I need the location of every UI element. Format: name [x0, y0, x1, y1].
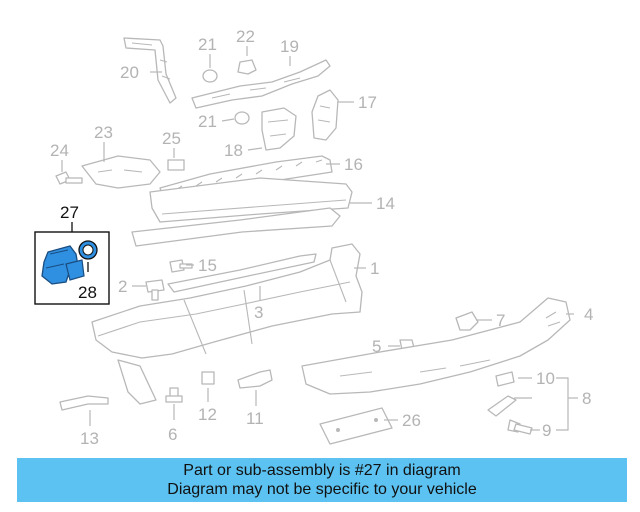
- callout-labels: 1 2 3 4 5 6 7 8 9 10 11 12 13 14 15 16 1…: [50, 27, 593, 448]
- bolt-2-icon: [145, 279, 165, 301]
- callout-1: 1: [370, 259, 379, 278]
- bolt-6-icon: [165, 387, 183, 403]
- bracket-20-icon: [123, 37, 177, 104]
- bracket-18-icon: [261, 107, 297, 151]
- callout-24: 24: [50, 141, 69, 160]
- clip-22-icon: [237, 59, 257, 75]
- callout-3: 3: [254, 303, 263, 322]
- bracket-7-icon: [455, 311, 479, 331]
- callout-26: 26: [402, 411, 421, 430]
- callout-2: 2: [118, 277, 127, 296]
- callout-12: 12: [198, 405, 217, 424]
- callout-8: 8: [582, 389, 591, 408]
- callout-28-highlight: 28: [78, 283, 97, 302]
- callout-7: 7: [496, 311, 505, 330]
- molding-13-icon: [59, 395, 109, 411]
- bracket-19-icon: [191, 59, 331, 109]
- bolt-24-icon: [55, 171, 83, 185]
- exploded-parts-diagram: 1 2 3 4 5 6 7 8 9 10 11 12 13 14 15 16 1…: [34, 27, 593, 448]
- callout-17: 17: [358, 93, 377, 112]
- sensor-27-highlight-icon: [34, 231, 110, 305]
- bracket-23-icon: [81, 155, 161, 189]
- grommet-21-icon: [202, 69, 250, 125]
- callout-14: 14: [376, 194, 395, 213]
- plug-25-icon: [167, 159, 185, 171]
- callout-23: 23: [94, 123, 113, 142]
- banner-line-2: Diagram may not be specific to your vehi…: [167, 481, 477, 498]
- callout-15: 15: [198, 256, 217, 275]
- callout-6: 6: [168, 425, 177, 444]
- trim-strip-3-icon: [167, 253, 317, 293]
- callout-11: 11: [246, 409, 264, 428]
- callout-19: 19: [280, 37, 299, 56]
- clip-12-icon: [201, 371, 215, 385]
- callout-5: 5: [372, 337, 381, 356]
- callout-13: 13: [80, 429, 99, 448]
- callout-21-top: 21: [198, 35, 217, 54]
- callout-21-bottom: 21: [198, 112, 217, 131]
- reinforcement-14-icon: [131, 177, 353, 247]
- bolt-15-icon: [169, 259, 193, 273]
- callout-9: 9: [542, 421, 551, 440]
- reflector-10-icon: [487, 371, 517, 417]
- callout-20: 20: [120, 63, 139, 82]
- callout-10: 10: [536, 369, 555, 388]
- callout-4: 4: [584, 305, 593, 324]
- callout-27-highlight: 27: [60, 203, 79, 222]
- callout-22: 22: [236, 27, 255, 46]
- leader-lines: [61, 46, 578, 431]
- callout-25: 25: [162, 129, 181, 148]
- lower-valance-4-icon: [301, 297, 571, 395]
- callout-16: 16: [344, 155, 363, 174]
- callout-18: 18: [224, 141, 243, 160]
- banner-line-1: Part or sub-assembly is #27 in diagram: [183, 462, 461, 479]
- bumper-cover-1-icon: [91, 243, 363, 405]
- bracket-17-icon: [311, 89, 339, 141]
- info-banner: Part or sub-assembly is #27 in diagram D…: [17, 458, 627, 502]
- bracket-11-icon: [237, 369, 273, 389]
- plate-bracket-26-icon: [319, 407, 393, 445]
- bolt-9-icon: [507, 419, 533, 435]
